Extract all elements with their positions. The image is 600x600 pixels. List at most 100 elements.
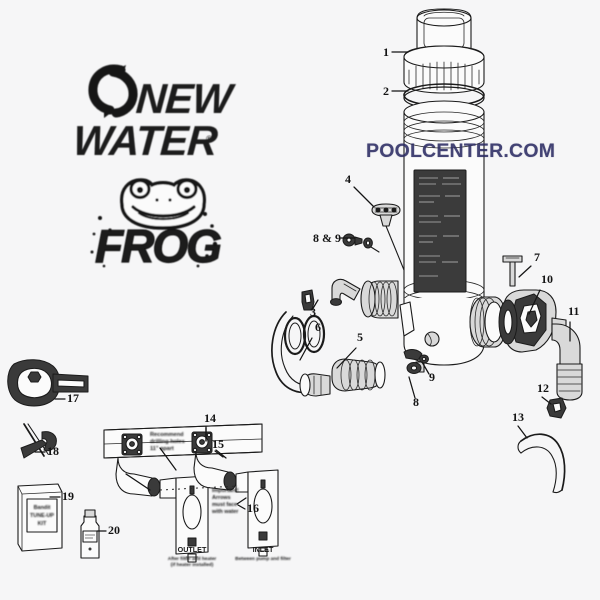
callout-9-leader: [421, 361, 430, 375]
callout-4: 4: [345, 172, 375, 208]
chlorinator-assembly: [271, 8, 583, 494]
callout-15-label: 15: [212, 437, 224, 451]
tune-up-kit-line1: Bandit: [34, 505, 51, 511]
part-6-gaskets: [283, 314, 326, 356]
svg-text:11" apart: 11" apart: [150, 446, 174, 452]
filter-body-cylinder: [403, 100, 485, 312]
callout-13-leader: [517, 425, 528, 439]
svg-text:Between pump and filter: Between pump and filter: [235, 556, 291, 562]
callout-18-label: 18: [47, 444, 59, 458]
part-17-cap-wrench: [7, 359, 89, 407]
small-clamp: [301, 289, 315, 311]
tune-up-kit-line3: KIT: [38, 521, 47, 527]
callout-9: 9: [421, 361, 435, 384]
callout-18: 18: [34, 444, 59, 458]
install-leaders: [125, 427, 247, 505]
callout-19: 19: [49, 489, 74, 503]
part-13-curved-hose: [517, 433, 566, 494]
callout-6: 6: [299, 320, 321, 361]
new-water-logo: NEW WATER ®: [72, 64, 237, 164]
callout-11-label: 11: [568, 304, 579, 318]
part-1-cap: [416, 8, 472, 58]
callout-5: 5: [336, 330, 363, 369]
label-text-lines: [419, 177, 461, 277]
callout-11: 11: [568, 304, 579, 342]
callout-1-label: 1: [383, 45, 389, 59]
callout-8-and-9-label: 8 & 9: [313, 231, 341, 245]
callout-4-label: 4: [345, 172, 351, 186]
callout-13-label: 13: [512, 410, 524, 424]
part-10-flow-control: [498, 289, 567, 353]
part-7-bolt: [502, 255, 523, 287]
part-20-bottle: [80, 509, 100, 559]
callout-12: 12: [537, 381, 552, 405]
callout-15-leader: [214, 450, 224, 458]
part-5-hose-union: [331, 358, 386, 392]
callout-14: 14: [204, 411, 216, 442]
callout-10-label: 10: [541, 272, 553, 286]
callout-16: 16: [237, 501, 259, 515]
new-water-line2: WATER: [72, 117, 220, 164]
saddle-clamp-inlet: [191, 431, 213, 454]
part-18-hook-tool: [20, 423, 57, 459]
frog-logo: FROG: [90, 178, 224, 273]
note-drill-holes: Recommend drilling holes 11" apart: [150, 432, 185, 452]
callout-9-label: 9: [429, 370, 435, 384]
callout-3-label: 3: [310, 305, 316, 319]
callout-5-leader: [336, 347, 357, 369]
svg-text:with water: with water: [211, 509, 239, 515]
callout-3: 3: [310, 299, 319, 319]
installation-diagram: Recommend drilling holes 11" apart: [103, 423, 291, 568]
outlet-branch: [115, 457, 209, 563]
new-water-line1: NEW: [134, 75, 237, 122]
callout-15: 15: [212, 437, 224, 458]
inlet-label: INLET Between pump and filter: [235, 545, 291, 562]
callout-7: 7: [518, 250, 540, 278]
frog-speckles: [90, 212, 218, 268]
part-3-curved-hose: [271, 311, 331, 397]
cap-knurled-ring: [403, 45, 485, 94]
callout-17-label: 17: [67, 391, 79, 405]
callout-12-label: 12: [537, 381, 549, 395]
part-8-9-hardware-upper: [342, 233, 380, 253]
outlet-housing: [330, 278, 507, 373]
callout-12-leader: [541, 396, 552, 405]
callout-16-leader: [237, 504, 246, 510]
svg-text:(if heater installed): (if heater installed): [171, 562, 214, 568]
part-19-tune-up-kit: Bandit TUNE-UP KIT: [17, 483, 63, 552]
outlet-title: OUTLET: [178, 545, 207, 554]
part-11-elbow-fitting: [551, 323, 583, 401]
callout-6-label: 6: [315, 320, 321, 334]
part-3-elbow: [330, 278, 361, 306]
frog-wordmark: FROG: [95, 220, 221, 272]
tune-up-kit-line2: TUNE-UP: [30, 513, 54, 519]
callout-16-label: 16: [247, 501, 259, 515]
svg-text:Important!: Important!: [212, 488, 239, 494]
callout-8-label: 8: [413, 395, 419, 409]
flow-indicator-line: [159, 485, 239, 491]
callout-4-leader: [353, 186, 375, 208]
callout-14-label: 14: [204, 411, 216, 425]
inlet-branch: [193, 451, 279, 557]
tools-group: Bandit TUNE-UP KIT: [7, 359, 100, 559]
callout-6-leader: [299, 337, 313, 361]
inlet-title: INLET: [253, 545, 274, 554]
part-4-tee-fitting: [371, 203, 405, 271]
svg-text:After filter and heater: After filter and heater: [168, 556, 217, 562]
watermark-poolcenter: POOLCENTER.COM: [366, 140, 556, 162]
callout-10: 10: [528, 272, 553, 315]
callout-2: 2: [383, 84, 409, 98]
saddle-clamp-outlet: [121, 433, 143, 456]
frog-head-icon: [120, 178, 206, 230]
callout-8-and-9: 8 & 9: [313, 231, 356, 245]
callout-7-leader: [518, 265, 532, 278]
svg-text:Recommend: Recommend: [150, 432, 184, 438]
part-12-clip: [546, 397, 567, 419]
callout-8-leader: [408, 376, 416, 399]
callout-7-label: 7: [534, 250, 540, 264]
callout-2-label: 2: [383, 84, 389, 98]
recycle-swirl-icon: [88, 64, 138, 118]
callout-10-leader: [528, 289, 541, 315]
